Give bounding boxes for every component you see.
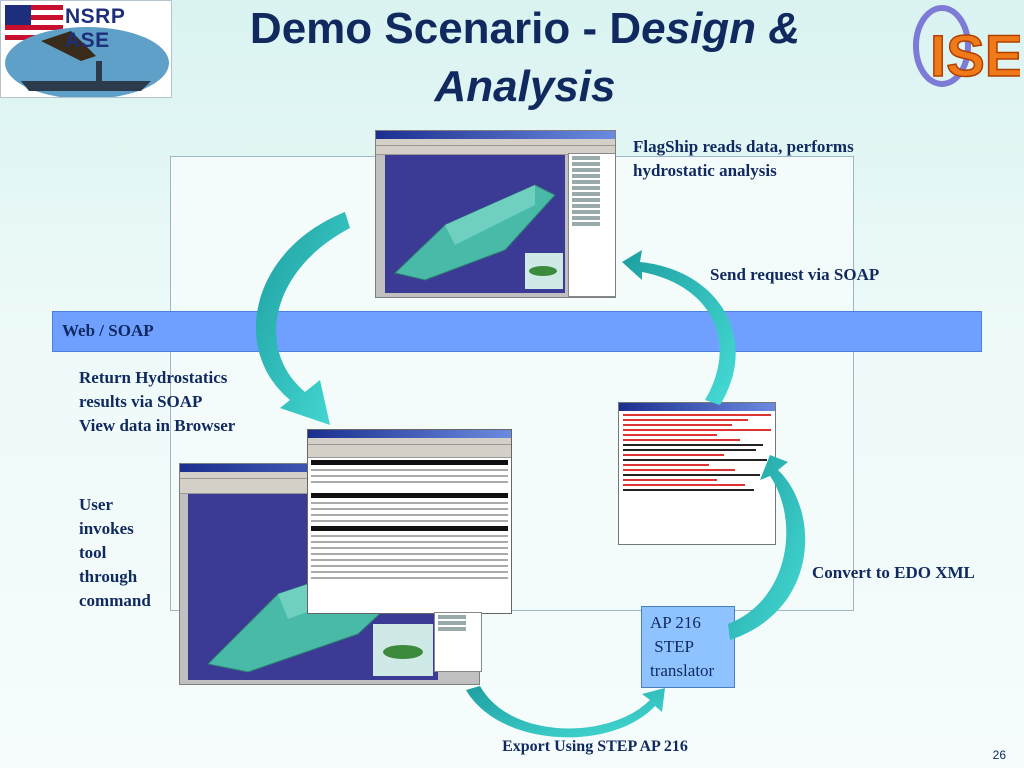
- curved-arrow-icon: [622, 250, 736, 405]
- return-results-line1: Return Hydrostatics: [79, 368, 228, 387]
- ship-hull-icon: [393, 184, 563, 289]
- web-soap-bar: [52, 311, 982, 352]
- browser-report-window: [307, 429, 512, 614]
- curved-arrow-icon: [466, 686, 665, 738]
- bottom-tree-panel: [434, 612, 482, 672]
- user-invokes-line4: through: [79, 567, 138, 586]
- curved-arrow-icon: [728, 455, 806, 640]
- user-invokes-line2: invokes: [79, 519, 134, 538]
- user-invokes-line3: tool: [79, 543, 107, 562]
- return-results-caption: Return Hydrostatics results via SOAP Vie…: [79, 366, 235, 438]
- title-line1-plain: Demo Scenario - D: [249, 4, 642, 53]
- translator-line3: translator: [650, 661, 715, 680]
- ise-logo: ISE: [912, 4, 1024, 90]
- user-invokes-line1: User: [79, 495, 113, 514]
- ise-logo-icon: ISE: [913, 5, 1024, 90]
- export-caption: Export Using STEP AP 216: [502, 738, 688, 755]
- title-line2-italic: Analysis: [434, 62, 616, 111]
- ap216-translator-box: AP 216 STEP translator: [641, 606, 735, 688]
- workspace-explorer-panel: [568, 153, 615, 297]
- return-results-line3: View data in Browser: [79, 416, 236, 435]
- title-line1-italic: esign &: [641, 4, 801, 53]
- ship-3d-viewport: [385, 155, 565, 293]
- nsrp-flag-eagle-icon: [5, 5, 169, 97]
- nsrp-logo-text: NSRP ASE: [65, 5, 125, 52]
- translator-line1: AP 216: [650, 613, 701, 632]
- user-invokes-caption: User invokes tool through command: [79, 493, 151, 613]
- flagship-window-top: [375, 130, 616, 298]
- convert-caption: Convert to EDO XML: [812, 563, 975, 582]
- flagship-caption: FlagShip reads data, performs hydrostati…: [633, 137, 854, 180]
- web-soap-label: Web / SOAP: [62, 321, 154, 340]
- return-results-line2: results via SOAP: [79, 392, 203, 411]
- xml-document-window: [618, 402, 776, 545]
- svg-text:ISE: ISE: [930, 24, 1020, 89]
- nsrp-ase-logo: NSRP ASE: [0, 0, 172, 98]
- translator-line2: STEP: [650, 637, 694, 656]
- page-number: 26: [992, 748, 1006, 762]
- curved-arrow-icon: [255, 212, 350, 425]
- user-invokes-line5: command: [79, 591, 151, 610]
- page-title: Demo Scenario - Design & Analysis: [175, 0, 875, 116]
- send-request-caption: Send request via SOAP: [710, 265, 880, 284]
